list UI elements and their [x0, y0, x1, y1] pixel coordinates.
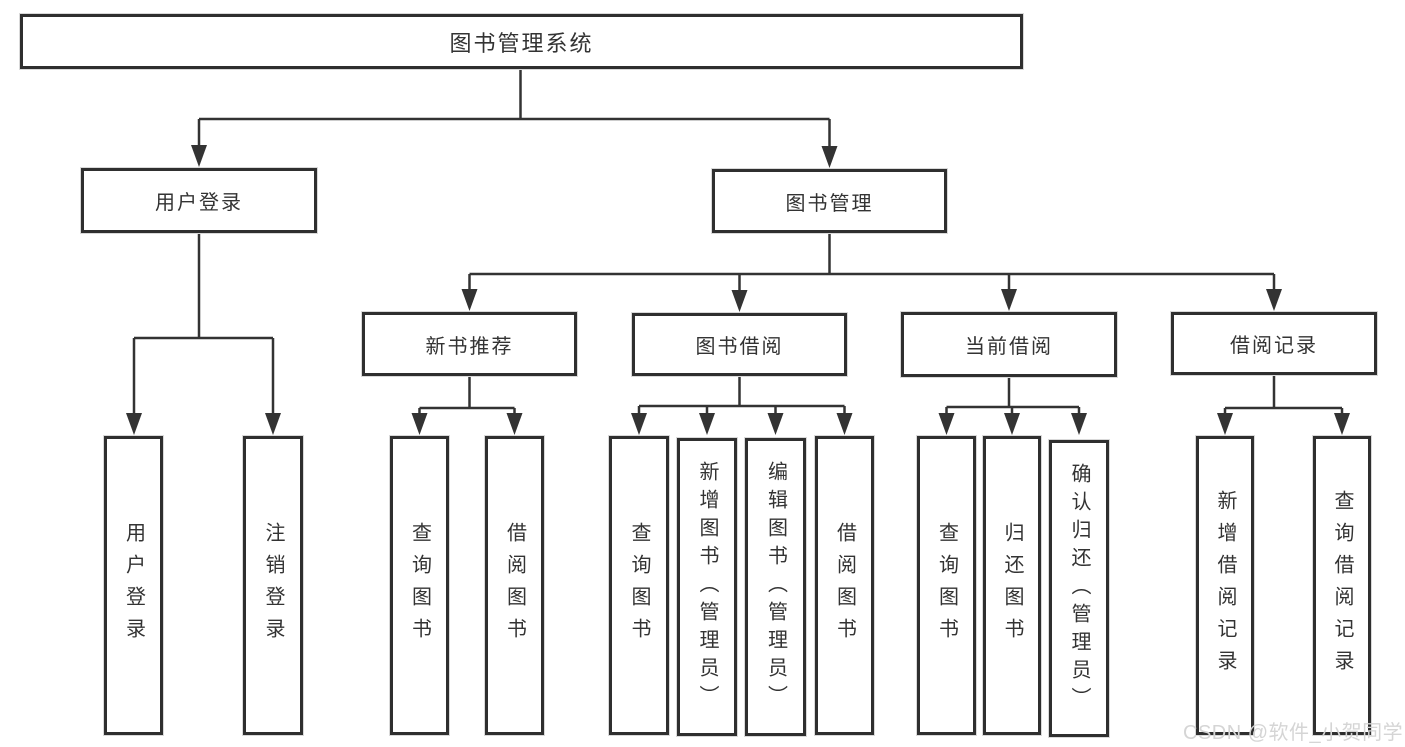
node-label: 编辑图书（管理员）: [764, 461, 787, 713]
node-label: 新书推荐: [425, 335, 514, 358]
csdn-watermark: CSDN @软件_小贺同学: [1183, 722, 1404, 744]
node-label: 当前借阅: [965, 336, 1053, 358]
leaf-current-confirm-return-admin: 确认归还（管理员）: [1049, 440, 1109, 737]
node-label: 用户登录: [155, 192, 243, 214]
arrowhead: [836, 413, 853, 435]
arrowhead: [631, 413, 647, 435]
connector-root-to-level2: [191, 69, 838, 168]
arrowhead: [1334, 413, 1350, 435]
node-label: 注销登录: [262, 521, 284, 650]
arrowhead: [265, 413, 281, 435]
leaf-current-return-books: 归还图书: [983, 436, 1041, 735]
node-label: 查询图书: [408, 521, 431, 650]
leaf-logout: 注销登录: [243, 436, 303, 735]
arrowhead: [1004, 413, 1020, 435]
connector-current-borrow-to-leaves: [938, 377, 1087, 435]
arrowhead: [506, 413, 523, 435]
arrowhead: [821, 146, 838, 168]
node-label: 确认归还（管理员）: [1068, 462, 1090, 715]
node-label: 用户登录: [122, 521, 145, 650]
leaf-borrow-edit-books-admin: 编辑图书（管理员）: [745, 438, 806, 736]
leaf-records-add-record: 新增借阅记录: [1196, 436, 1254, 735]
arrowhead: [126, 413, 142, 435]
node-label: 借阅图书: [833, 521, 856, 650]
leaf-borrow-add-books-admin: 新增图书（管理员）: [677, 438, 737, 736]
node-label: 图书借阅: [695, 336, 784, 358]
leaf-newbook-query-books: 查询图书: [390, 436, 449, 735]
leaf-current-query-books: 查询图书: [917, 436, 976, 735]
node-book-borrow: 图书借阅: [632, 313, 847, 376]
connector-borrow-records-to-leaves: [1217, 375, 1350, 435]
node-user-login: 用户登录: [81, 168, 317, 233]
node-label: 借阅记录: [1230, 335, 1318, 357]
connector-new-book-to-leaves: [411, 376, 523, 435]
node-label: 查询图书: [935, 521, 958, 650]
connector-book-borrow-to-leaves: [631, 376, 853, 435]
connector-user-login-to-leaves: [126, 233, 281, 435]
node-root: 图书管理系统: [20, 14, 1023, 69]
leaf-borrow-borrow-books: 借阅图书: [815, 436, 874, 735]
node-label: 查询借阅记录: [1331, 489, 1353, 682]
node-label: 归还图书: [1001, 521, 1023, 650]
node-label: 新增借阅记录: [1214, 489, 1236, 682]
arrowhead: [767, 413, 784, 435]
arrowhead: [1266, 289, 1282, 311]
leaf-borrow-query-books: 查询图书: [609, 436, 669, 735]
arrowhead: [191, 145, 207, 167]
arrowhead: [461, 289, 478, 311]
arrowhead: [1071, 413, 1087, 435]
node-label: 新增图书（管理员）: [696, 461, 718, 713]
node-label: 借阅图书: [503, 521, 526, 650]
leaf-records-query-record: 查询借阅记录: [1313, 436, 1371, 735]
arrowhead: [699, 413, 715, 435]
node-label: 图书管理: [785, 192, 874, 215]
node-current-borrow: 当前借阅: [901, 312, 1117, 377]
node-borrow-records: 借阅记录: [1171, 312, 1377, 375]
arrowhead: [731, 290, 748, 312]
connector-book-management-to-level3: [461, 233, 1282, 312]
node-new-book-recommend: 新书推荐: [362, 312, 577, 376]
node-label: 图书管理系统: [449, 30, 594, 56]
node-book-management: 图书管理: [712, 169, 947, 233]
node-label: 查询图书: [628, 521, 650, 650]
arrowhead: [938, 413, 955, 435]
leaf-newbook-borrow-books: 借阅图书: [485, 436, 544, 735]
arrowhead: [1001, 289, 1017, 311]
arrowhead: [411, 413, 428, 435]
arrowhead: [1217, 413, 1233, 435]
leaf-user-login: 用户登录: [104, 436, 163, 735]
